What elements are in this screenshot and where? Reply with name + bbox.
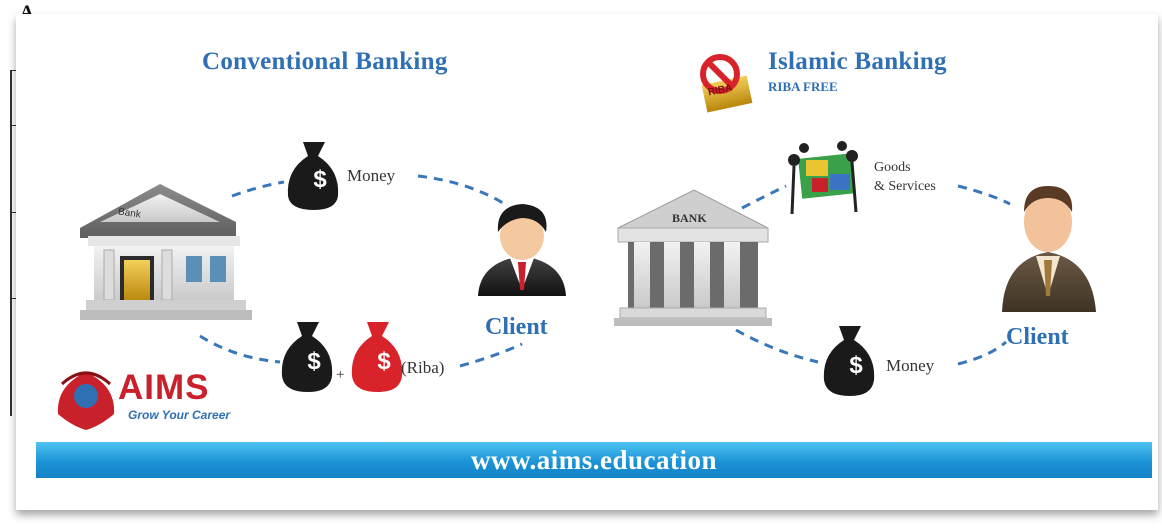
riba-money-bag-icon xyxy=(351,322,403,392)
islamic-banking-title: Islamic Banking xyxy=(768,48,947,75)
flow-client-to-money xyxy=(957,340,1007,366)
flow-bank-to-goods xyxy=(741,184,787,210)
conventional-bank-icon xyxy=(80,184,252,320)
aims-crest-icon xyxy=(57,371,115,430)
left-tick xyxy=(10,212,20,213)
no-riba-icon xyxy=(700,54,753,113)
conventional-client-label: Client xyxy=(485,314,548,340)
flow-bank-to-money xyxy=(231,180,285,198)
riba-bag-symbol: $ xyxy=(377,348,391,375)
client-avatar-icon xyxy=(1002,186,1096,312)
goods-services-icon xyxy=(788,141,858,215)
conventional-money-label: Money xyxy=(347,166,396,185)
left-border-line xyxy=(10,70,12,416)
aims-logo-tagline: Grow Your Career xyxy=(128,408,231,422)
footer-banner: www.aims.education xyxy=(36,442,1152,478)
islamic-banking-subtitle: RIBA FREE xyxy=(768,79,838,94)
left-tick xyxy=(10,70,20,71)
goods-label: Goods xyxy=(874,160,911,175)
money-bag-icon xyxy=(281,322,333,392)
aims-logo-name: AIMS xyxy=(118,368,210,407)
left-tick xyxy=(10,298,20,299)
plus-sign: + xyxy=(336,367,345,383)
left-tick xyxy=(10,125,20,126)
footer-url: www.aims.education xyxy=(470,445,717,475)
conventional-banking-title: Conventional Banking xyxy=(202,48,448,75)
flow-arrows xyxy=(199,174,1011,368)
flow-riba-to-bank xyxy=(199,334,281,364)
money-bag-icon xyxy=(823,326,875,396)
money-bag-icon xyxy=(287,142,339,210)
client-avatar-icon xyxy=(478,204,566,296)
islamic-client-label: Client xyxy=(1006,324,1069,350)
flow-money-to-bank xyxy=(735,328,819,364)
flow-client-to-riba xyxy=(459,342,523,368)
money-bag-symbol: $ xyxy=(313,166,327,193)
flow-money-to-client xyxy=(417,174,509,208)
flow-goods-to-client xyxy=(957,184,1011,206)
riba-label: (Riba) xyxy=(401,358,445,377)
money-bag-symbol: $ xyxy=(307,348,321,375)
islamic-money-label: Money xyxy=(886,356,935,375)
islamic-bank-sign: BANK xyxy=(672,211,707,225)
services-label: & Services xyxy=(874,179,936,194)
money-bag-symbol: $ xyxy=(849,352,863,379)
aims-logo: AIMS Grow Your Career xyxy=(52,366,242,436)
islamic-bank-icon xyxy=(614,189,772,326)
